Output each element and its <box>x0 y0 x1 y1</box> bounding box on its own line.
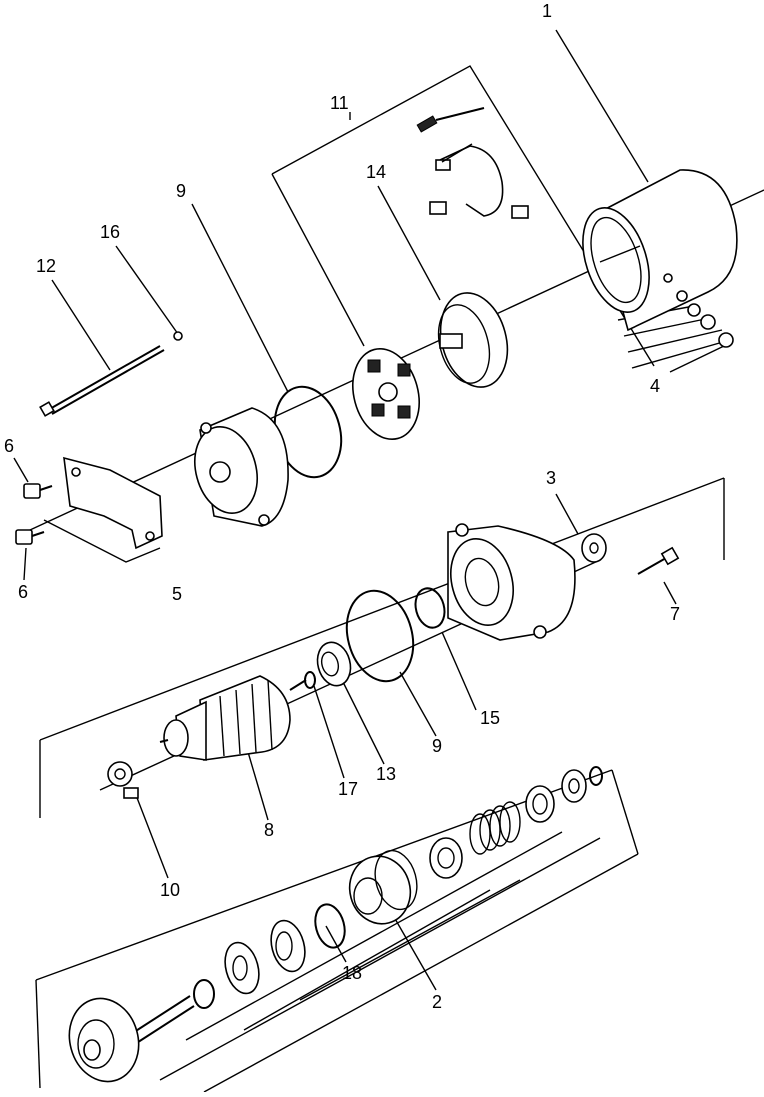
thrust-washer <box>224 941 260 995</box>
drive-spring <box>469 801 521 855</box>
callout-11: 11 <box>330 93 349 113</box>
snap-ring <box>193 979 215 1009</box>
callout-15: 15 <box>480 708 500 728</box>
callout-18: 18 <box>342 963 362 983</box>
part-1-motor-yoke <box>582 169 738 332</box>
callout-12: 12 <box>36 256 56 276</box>
part-11-brush-holder-plate <box>352 348 420 440</box>
part-4-terminal-nuts <box>663 273 734 348</box>
thrust-plate <box>270 919 306 973</box>
callout-16: 16 <box>100 222 120 242</box>
callout-6-lower: 6 <box>18 582 28 602</box>
part-17-ring <box>304 671 316 689</box>
part-13-bearing <box>316 641 352 687</box>
pinion-gear-shaft <box>68 995 195 1083</box>
callout-5: 5 <box>172 584 182 604</box>
part-11-brush-set <box>416 107 529 219</box>
callout-4: 4 <box>650 376 660 396</box>
callout-9-lower: 9 <box>432 736 442 756</box>
callout-6-upper: 6 <box>4 436 14 456</box>
callout-10: 10 <box>160 880 180 900</box>
callout-8: 8 <box>264 820 274 840</box>
callout-17: 17 <box>338 779 358 799</box>
part-2-drive-clutch <box>348 849 418 925</box>
front-housing <box>447 523 576 641</box>
end-washer <box>561 769 587 803</box>
part-8-armature <box>159 675 307 761</box>
end-clip <box>589 766 603 786</box>
callout-2: 2 <box>432 992 442 1012</box>
part-14-brush-cover <box>437 292 509 388</box>
callout-3: 3 <box>546 468 556 488</box>
callout-9-upper: 9 <box>176 181 186 201</box>
part-3-washer <box>581 533 607 563</box>
spring-cup <box>525 785 555 823</box>
bushing-ring <box>429 837 463 879</box>
callout-1: 1 <box>542 1 552 21</box>
part-7-screw <box>637 546 680 575</box>
part-16-washer <box>173 331 183 341</box>
part-15-o-ring <box>414 587 446 629</box>
part-6-bolts <box>15 483 53 545</box>
part-10-bushing <box>107 761 139 799</box>
part-12-through-bolt <box>39 345 165 417</box>
callout-14: 14 <box>366 162 386 182</box>
rear-end-cover <box>194 407 289 527</box>
part-5-mounting-bracket <box>63 456 163 550</box>
callout-7: 7 <box>670 604 680 624</box>
callout-13: 13 <box>376 764 396 784</box>
part-18-ring <box>314 903 346 949</box>
part-9-o-ring-lower <box>345 589 415 683</box>
